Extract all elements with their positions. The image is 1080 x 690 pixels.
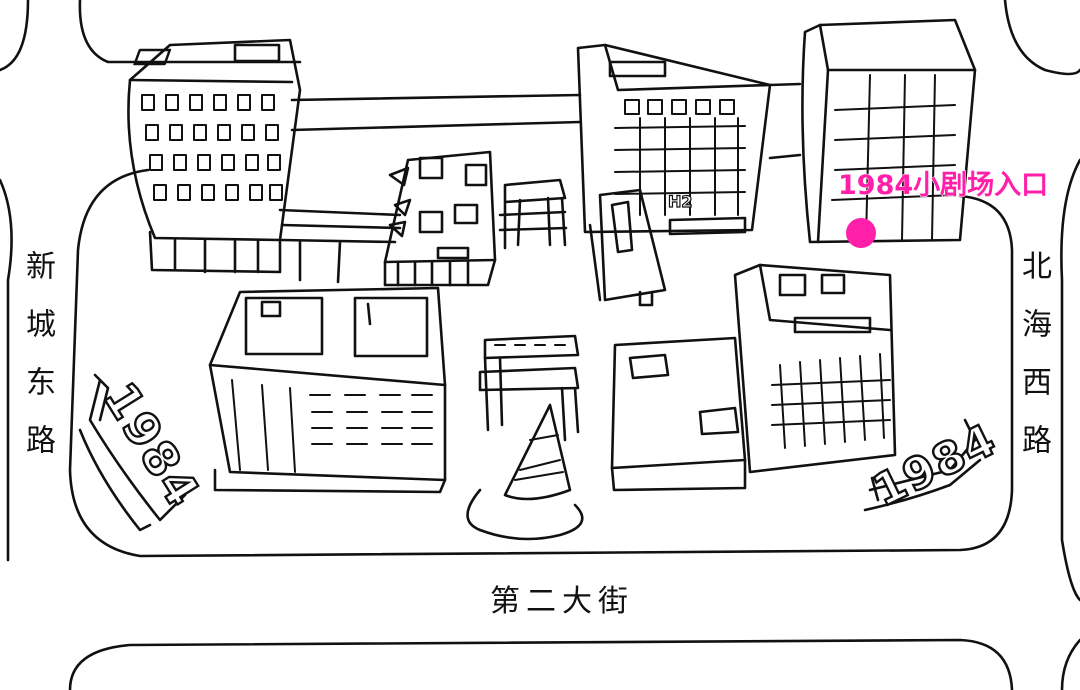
building-tall-left xyxy=(127,38,402,284)
building-h2 xyxy=(576,43,772,307)
sculpture-1984-left xyxy=(78,373,187,532)
building-tall-right xyxy=(801,18,977,244)
road-label-west: 新城东路 xyxy=(20,250,55,482)
central-block xyxy=(68,168,1014,558)
frame-gate-back xyxy=(498,178,568,250)
north-block-left xyxy=(78,0,302,64)
west-road-edge xyxy=(0,178,13,562)
top-left-curb xyxy=(0,0,30,72)
south-block xyxy=(68,638,1014,690)
east-road-edge xyxy=(1060,158,1080,602)
sculpture-1984-right xyxy=(863,418,982,512)
frame-gate-center xyxy=(478,334,580,442)
building-block-right xyxy=(610,263,897,492)
road-label-east: 北海西路 xyxy=(1016,250,1051,482)
north-block-right xyxy=(1003,0,1080,76)
entrance-label: 1984小剧场入口 xyxy=(837,170,1049,201)
cone-sculpture xyxy=(466,403,584,541)
south-east-corner xyxy=(1060,638,1080,690)
building-sign-h2: H2 xyxy=(667,191,693,211)
road-label-south: 第二大街 xyxy=(490,584,634,619)
back-walkway xyxy=(290,82,802,160)
entrance-marker-dot[interactable] xyxy=(846,218,876,248)
building-roof-cafe xyxy=(383,150,497,287)
building-block-left xyxy=(208,286,447,494)
